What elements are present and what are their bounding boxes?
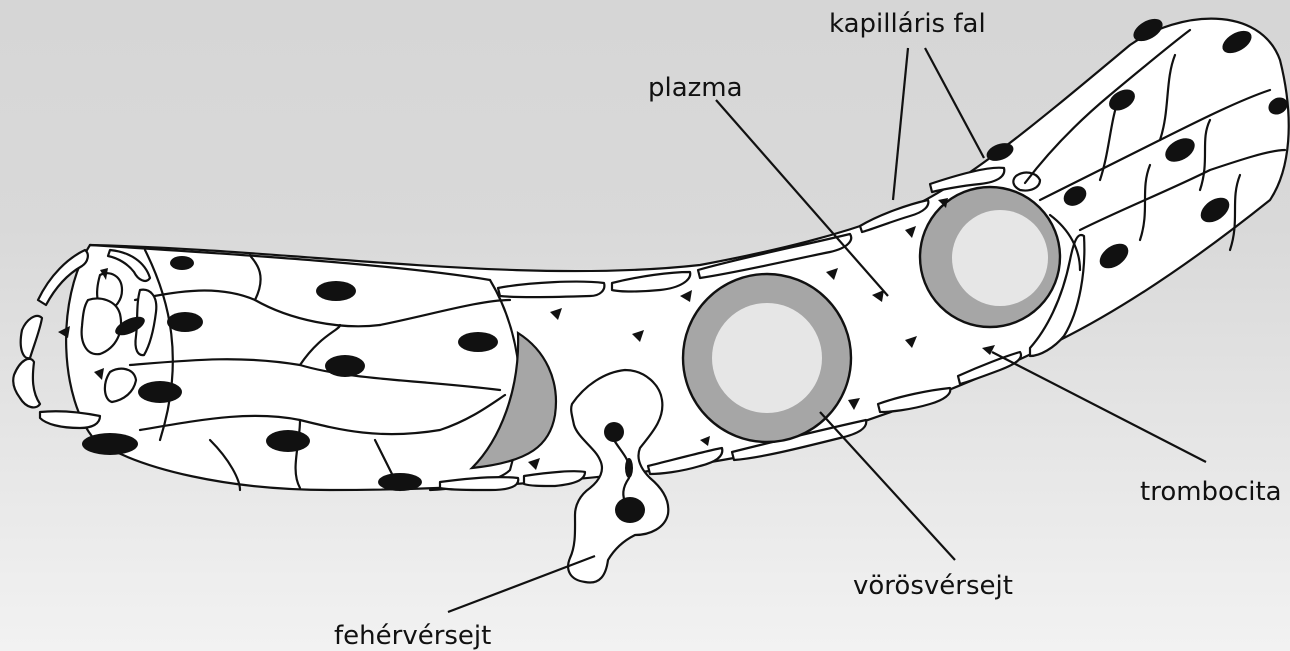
label-white-blood-cell: fehérvérsejt [334, 621, 491, 651]
label-capillary-wall: kapilláris fal [829, 9, 986, 39]
label-plasma: plazma [648, 73, 743, 103]
label-platelet: trombocita [1140, 477, 1282, 507]
label-red-blood-cell: vörösvérsejt [853, 571, 1013, 601]
red-blood-cell-right [920, 187, 1060, 327]
